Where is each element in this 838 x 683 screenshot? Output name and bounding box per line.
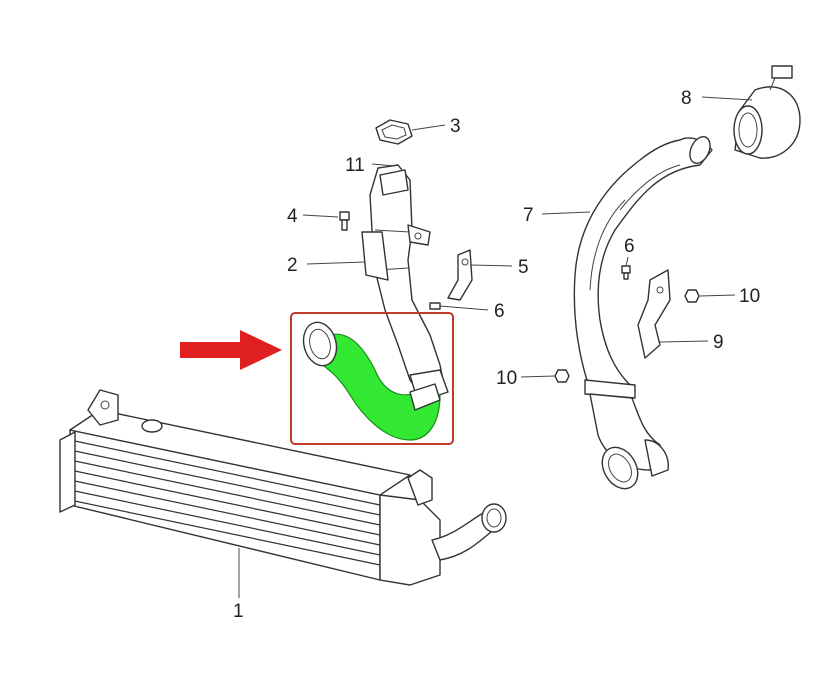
leader-lines — [238, 96, 753, 598]
nut-10a — [684, 289, 700, 303]
callout-8: 8 — [681, 88, 692, 109]
upper-duct — [361, 164, 449, 403]
highlight-box — [290, 312, 454, 445]
intercooler — [59, 389, 507, 586]
outlet-connector — [733, 65, 801, 159]
nut-10b — [554, 369, 570, 383]
bolt-6a — [429, 302, 441, 310]
callout-6-right: 6 — [624, 236, 635, 257]
callout-6-left: 6 — [494, 301, 505, 322]
callout-2: 2 — [287, 255, 298, 276]
bracket-5 — [447, 249, 473, 301]
gasket — [375, 119, 413, 145]
callout-10-left: 10 — [496, 368, 517, 389]
charge-air-pipe — [573, 136, 713, 490]
callout-9: 9 — [713, 332, 724, 353]
callout-10-right: 10 — [739, 286, 760, 307]
highlighted-hose — [302, 321, 441, 441]
callout-1: 1 — [233, 601, 244, 622]
indicator-arrow — [180, 330, 282, 370]
bracket-9 — [637, 269, 671, 359]
callout-7: 7 — [523, 205, 534, 226]
bolt-6b — [621, 265, 631, 280]
callout-3: 3 — [450, 116, 461, 137]
callout-5: 5 — [518, 257, 529, 278]
bolt-4 — [339, 211, 350, 231]
callout-4: 4 — [287, 206, 298, 227]
callout-11: 11 — [345, 155, 365, 176]
